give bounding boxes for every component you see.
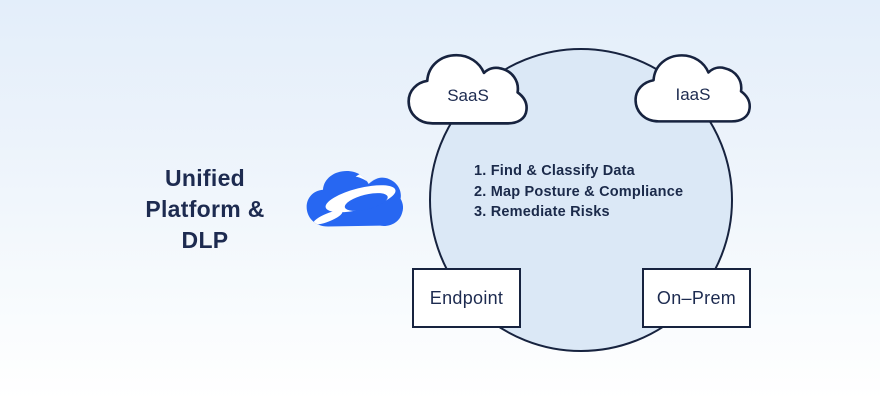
zscaler-logo-icon <box>306 170 403 227</box>
page-title-line-3: DLP <box>181 227 229 253</box>
page-title: Unified Platform & DLP <box>88 163 322 256</box>
page-title-line-2: Platform & <box>145 196 265 222</box>
on-prem-label: On–Prem <box>656 287 737 308</box>
step-item-3: 3. Remediate Risks <box>474 204 610 220</box>
saas-label: SaaS <box>447 85 489 105</box>
saas-cloud-node: SaaS <box>406 45 530 138</box>
endpoint-label: Endpoint <box>429 287 504 308</box>
step-item-1: 1. Find & Classify Data <box>474 163 635 179</box>
on-prem-node: On–Prem <box>642 268 751 328</box>
endpoint-node: Endpoint <box>412 268 521 328</box>
iaas-cloud-node: IaaS <box>633 44 753 137</box>
cloud-shape-icon <box>407 53 528 125</box>
step-item-2: 2. Map Posture & Compliance <box>474 183 684 200</box>
cloud-shape-icon <box>634 54 751 123</box>
iaas-label: IaaS <box>675 84 711 104</box>
page-title-line-1: Unified <box>164 165 246 191</box>
steps-list: 1. Find & Classify Data 2. Map Posture &… <box>474 161 683 223</box>
